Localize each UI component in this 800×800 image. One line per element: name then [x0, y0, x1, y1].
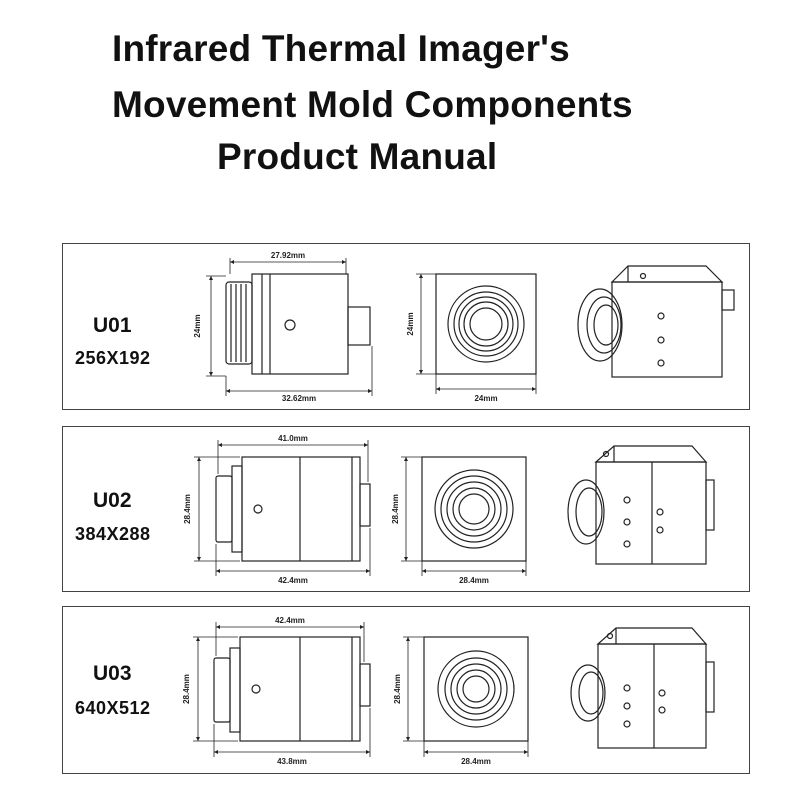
dim-front-height: 28.4mm: [393, 674, 402, 704]
dim-total-length: 32.62mm: [282, 394, 316, 403]
u03-dimensions: [193, 622, 371, 757]
u01-side-view: [225, 273, 371, 375]
model-code: U03: [93, 662, 132, 685]
u01-front-dimensions: [416, 273, 537, 394]
dim-front-width: 28.4mm: [461, 757, 491, 766]
model-panel-u01: U01 256X192: [62, 243, 750, 410]
u02-iso-view: [567, 445, 715, 565]
model-resolution: 256X192: [75, 348, 151, 368]
title-line-1: Infrared Thermal Imager's: [112, 28, 570, 69]
model-resolution: 640X512: [75, 698, 151, 718]
dim-top-width: 27.92mm: [271, 251, 305, 260]
u02-dimensions: [194, 440, 371, 576]
dim-front-height: 24mm: [406, 312, 415, 335]
u02-front-view: [421, 456, 527, 562]
title-line-2: Movement Mold Components: [112, 84, 633, 125]
dim-top-width: 41.0mm: [278, 434, 308, 443]
dim-height: 28.4mm: [183, 494, 192, 524]
dim-front-height: 28.4mm: [391, 494, 400, 524]
u02-side-view: [215, 456, 371, 562]
title-line-3: Product Manual: [217, 136, 498, 177]
u02-front-dimensions: [401, 456, 527, 576]
dim-height: 28.4mm: [182, 674, 191, 704]
dim-front-width: 24mm: [474, 394, 497, 403]
u03-side-view: [213, 636, 371, 742]
u01-front-view: [435, 273, 537, 375]
model-resolution: 384X288: [75, 524, 151, 544]
dim-height: 24mm: [193, 314, 202, 337]
dim-total-length: 42.4mm: [278, 576, 308, 585]
u01-dimensions: [206, 258, 373, 396]
model-code: U02: [93, 489, 132, 512]
u03-front-view: [423, 636, 529, 742]
dim-top-width: 42.4mm: [275, 616, 305, 625]
dim-total-length: 43.8mm: [277, 757, 307, 766]
model-code: U01: [93, 314, 132, 337]
u01-iso-view: [577, 265, 735, 378]
dim-front-width: 28.4mm: [459, 576, 489, 585]
u03-iso-view: [570, 627, 715, 749]
u03-front-dimensions: [403, 636, 529, 757]
